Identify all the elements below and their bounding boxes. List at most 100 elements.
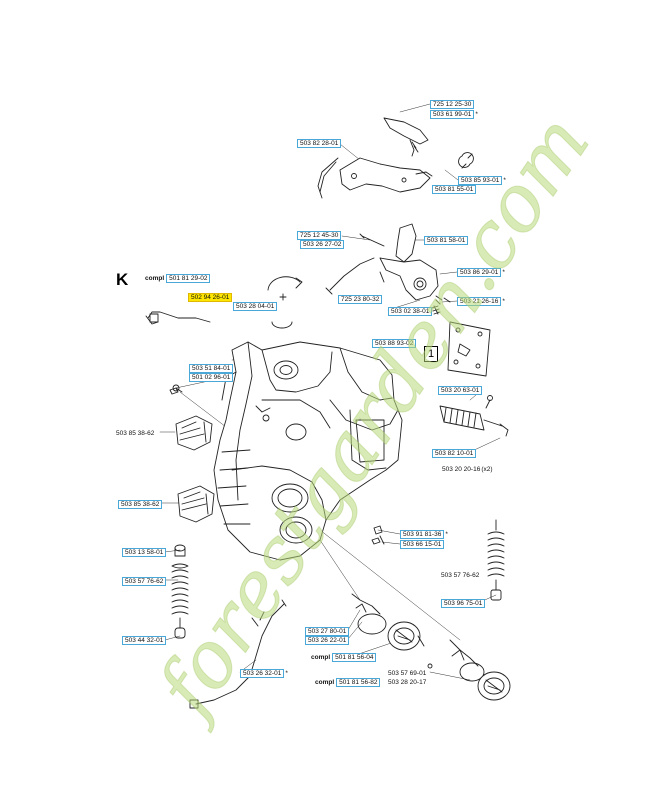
bracket-plate (447, 321, 491, 377)
reference-box: 1 (424, 346, 438, 362)
section-letter: K (116, 270, 129, 289)
part-number: 725 12 45-30 (297, 231, 342, 240)
wire-bottom-left (189, 599, 287, 709)
part-label-l30[interactable]: 503 27 80-01 (305, 627, 350, 636)
part-number: 503 81 55-01 (432, 185, 477, 194)
part-number: 501 02 96-01 (189, 373, 234, 382)
screws (169, 387, 385, 545)
part-label-l22[interactable]: 503 20 20-16(x2) (442, 466, 493, 474)
part-number: 503 28 04-01 (233, 302, 278, 311)
part-number: 503 96 75-01 (441, 599, 486, 608)
part-number: 503 61 99-01 (430, 110, 475, 119)
part-number: 503 85 93-01 (458, 176, 503, 185)
part-label-l26[interactable]: 503 13 58-01 (122, 548, 167, 557)
part-label-suffix: * (445, 531, 448, 538)
part-label-l28[interactable]: 503 57 76-62 (441, 572, 479, 580)
part-number: 503 51 84-01 (189, 364, 234, 373)
part-label-l03[interactable]: 503 82 28-01 (297, 139, 342, 148)
spring-right (487, 519, 505, 601)
part-number: 725 12 25-30 (430, 100, 475, 109)
throttle-trigger (317, 117, 474, 199)
ignition-coil-lower (177, 485, 215, 523)
part-label-l15[interactable]: 503 02 38-01 (388, 307, 433, 316)
part-number: 501 81 56-82 (336, 678, 381, 687)
part-label-suffix: * (502, 298, 505, 305)
part-number: 503 13 58-01 (122, 548, 167, 557)
part-label-l34[interactable]: 503 26 32-01* (240, 669, 288, 678)
part-number: 503 85 38-62 (116, 430, 155, 437)
part-number: 503 57 76-62 (441, 572, 480, 579)
part-label-l14[interactable]: 503 21 26-16* (457, 297, 505, 306)
part-label-l27[interactable]: 503 57 76-62 (122, 577, 167, 586)
part-label-l02[interactable]: 503 61 99-01* (430, 110, 478, 119)
part-label-prefix: compl (311, 654, 331, 661)
part-label-prefix: compl (145, 275, 165, 282)
part-number: 503 26 22-01 (305, 636, 350, 645)
part-label-l16[interactable]: 503 88 93-02 (372, 339, 417, 348)
choke-lever-assembly (325, 223, 451, 315)
part-label-l04[interactable]: 503 85 93-01* (458, 176, 506, 185)
part-label-l32[interactable]: 503 44 32-01 (122, 636, 167, 645)
ignition-coil-upper (172, 384, 213, 451)
part-label-l29[interactable]: 503 96 75-01 (441, 599, 486, 608)
part-number: 503 20 63-01 (438, 386, 483, 395)
part-label-l31[interactable]: 503 26 22-01 (305, 636, 350, 645)
part-number: 503 27 80-01 (305, 627, 350, 636)
part-number: 503 81 58-01 (424, 236, 469, 245)
shock-absorber-right (439, 395, 509, 437)
part-label-suffix: * (503, 177, 506, 184)
part-number: 725 23 80-32 (338, 295, 383, 304)
part-label-l13[interactable]: 725 23 80-32 (338, 295, 383, 304)
part-number: 503 21 26-16 (457, 297, 502, 306)
part-label-l23[interactable]: 503 85 38-62 (118, 500, 163, 509)
part-number: 503 26 27-02 (300, 240, 345, 249)
part-number: 503 26 32-01 (240, 669, 285, 678)
part-label-l06[interactable]: 725 12 45-30 (297, 231, 342, 240)
part-number: 502 94 26-01 (188, 293, 233, 302)
part-label-l01[interactable]: 725 12 25-30 (430, 100, 475, 109)
part-number: 503 66 15-01 (400, 540, 445, 549)
part-label-l08[interactable]: 503 81 58-01 (424, 236, 469, 245)
part-label-suffix: * (502, 269, 505, 276)
rotation-arrow (267, 276, 303, 329)
part-number: 503 85 38-62 (118, 500, 163, 509)
part-number: 503 44 32-01 (122, 636, 167, 645)
part-label-l11[interactable]: 502 94 26-01 (188, 293, 233, 302)
part-number: 501 81 56-04 (332, 653, 377, 662)
part-label-prefix: compl (315, 679, 335, 686)
part-number: 503 28 20-17 (388, 679, 427, 686)
part-label-l36[interactable]: 503 28 20-17 (388, 679, 426, 687)
part-label-l09[interactable]: 503 86 29-01* (457, 268, 505, 277)
part-number: 503 82 10-01 (432, 449, 477, 458)
part-label-l19[interactable]: 503 20 63-01 (438, 386, 483, 395)
wire-top-left (145, 311, 211, 325)
part-number: 503 57 76-62 (122, 577, 167, 586)
part-label-l05[interactable]: 503 81 55-01 (432, 185, 477, 194)
part-label-l20[interactable]: 503 85 38-62 (116, 430, 154, 438)
part-label-l35[interactable]: 503 57 69-01 (388, 670, 426, 678)
part-number: 503 20 20-16 (442, 466, 481, 473)
part-label-l24[interactable]: 503 91 81-36* (400, 530, 448, 539)
part-number: 503 91 81-36 (400, 530, 445, 539)
bottom-mount-middle (351, 593, 425, 651)
part-number: 503 88 93-02 (372, 339, 417, 348)
part-number: 503 57 69-01 (388, 670, 427, 677)
part-number: 503 82 28-01 (297, 139, 342, 148)
part-label-suffix: (x2) (481, 466, 493, 473)
part-number: 503 86 29-01 (457, 268, 502, 277)
part-label-l18[interactable]: 501 02 96-01 (189, 373, 234, 382)
part-number: 503 02 38-01 (388, 307, 433, 316)
spring-left (171, 544, 189, 639)
part-label-l21[interactable]: 503 82 10-01 (432, 449, 477, 458)
crankcase-body (213, 341, 403, 561)
part-label-suffix: * (285, 670, 288, 677)
part-label-suffix: * (475, 111, 478, 118)
part-label-l17[interactable]: 503 51 84-01 (189, 364, 234, 373)
part-label-l25[interactable]: 503 66 15-01 (400, 540, 445, 549)
part-label-l07[interactable]: 503 26 27-02 (300, 240, 345, 249)
part-label-l12[interactable]: 503 28 04-01 (233, 302, 278, 311)
